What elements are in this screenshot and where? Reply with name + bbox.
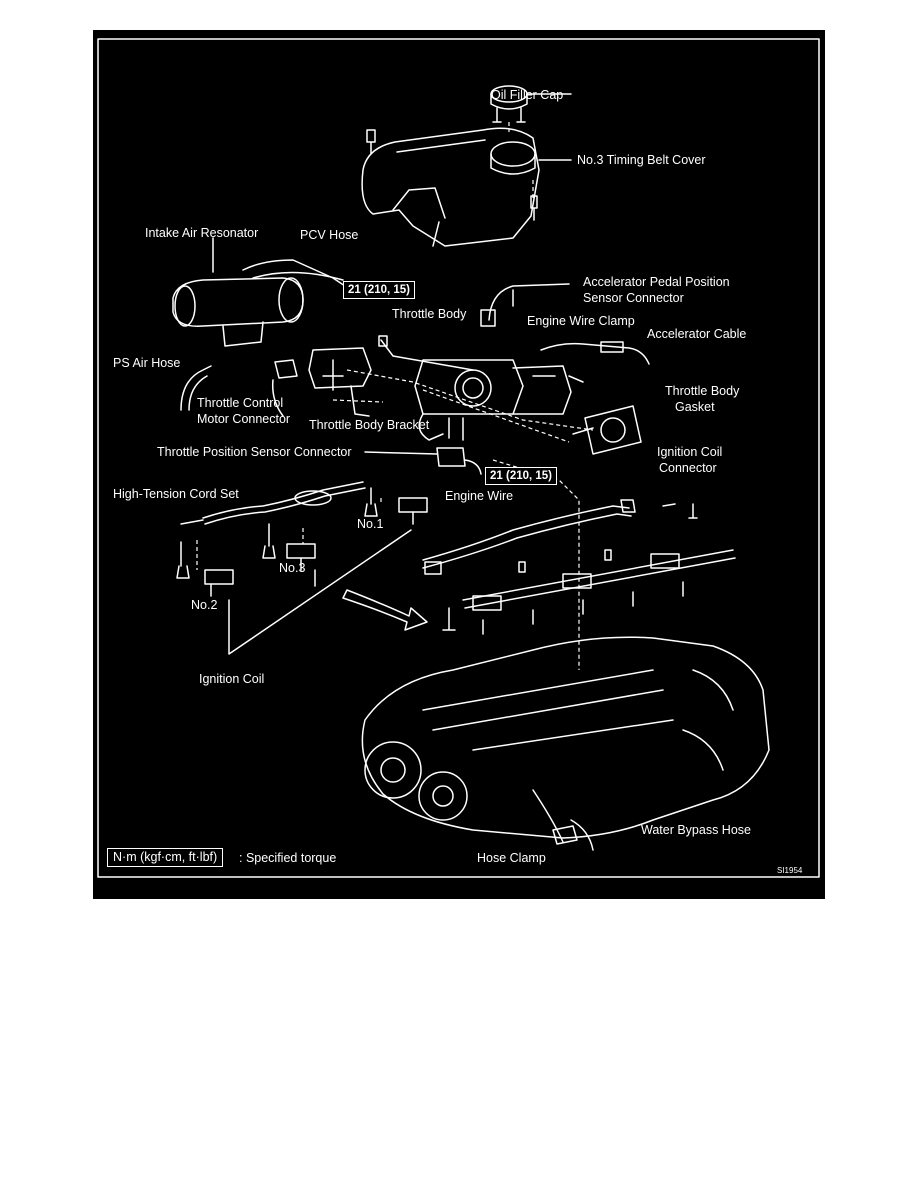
label-water-bypass-hose: Water Bypass Hose bbox=[641, 823, 751, 837]
dashed-throttle bbox=[346, 369, 594, 431]
label-accelerator-cable: Accelerator Cable bbox=[647, 327, 747, 341]
label-throttle-body-gasket-2: Gasket bbox=[675, 400, 715, 414]
label-no3: No.3 bbox=[279, 561, 306, 575]
figure-id: SI1954 bbox=[777, 866, 803, 875]
intake-air-resonator-part bbox=[172, 237, 346, 347]
label-high-tension-cord-set: High-Tension Cord Set bbox=[113, 487, 239, 501]
ps-air-hose-part bbox=[180, 365, 212, 411]
dashed-cap bbox=[508, 122, 534, 200]
label-ignition-coil-connector-1: Ignition Coil bbox=[657, 445, 723, 459]
label-throttle-body-bracket: Throttle Body Bracket bbox=[309, 418, 430, 432]
label-ignition-coil: Ignition Coil bbox=[199, 672, 265, 686]
label-accel-pedal-1: Accelerator Pedal Position bbox=[583, 275, 730, 289]
accelerator-cable-part bbox=[540, 342, 650, 365]
exploded-diagram: Oil Filler Cap No.3 Timing Belt Cover In… bbox=[93, 30, 825, 899]
label-intake-air-resonator: Intake Air Resonator bbox=[145, 226, 259, 240]
label-throttle-body-gasket-1: Throttle Body bbox=[665, 384, 740, 398]
long-bolt bbox=[380, 339, 474, 371]
label-throttle-control-2: Motor Connector bbox=[197, 412, 291, 426]
label-accel-pedal-2: Sensor Connector bbox=[583, 291, 684, 305]
label-engine-wire-clamp: Engine Wire Clamp bbox=[527, 314, 635, 328]
ignition-coil-assembly-part bbox=[442, 503, 736, 635]
label-hose-clamp: Hose Clamp bbox=[477, 851, 546, 865]
throttle-body-part bbox=[414, 359, 584, 441]
direction-arrow bbox=[342, 589, 428, 631]
accel-pedal-connector-part bbox=[480, 283, 570, 327]
label-ps-air-hose: PS Air Hose bbox=[113, 356, 181, 370]
label-no2: No.2 bbox=[191, 598, 218, 612]
label-engine-wire: Engine Wire bbox=[445, 489, 514, 503]
label-oil-filler-cap: Oil Filler Cap bbox=[491, 88, 564, 102]
legend-unit-box: N·m (kgf·cm, ft·lbf) bbox=[107, 848, 224, 867]
torque-spec-lower: 21 (210, 15) bbox=[485, 467, 558, 485]
legend-text: : Specified torque bbox=[239, 851, 337, 865]
label-ignition-coil-connector-2: Connector bbox=[659, 461, 717, 475]
bolt bbox=[366, 129, 376, 155]
oil-filler-cap-part bbox=[490, 85, 572, 123]
dashed-wire-down bbox=[492, 459, 580, 670]
high-tension-cord-part bbox=[176, 481, 428, 597]
diagram-art bbox=[97, 38, 820, 878]
label-timing-belt-cover: No.3 Timing Belt Cover bbox=[577, 153, 706, 167]
throttle-position-connector-part bbox=[364, 447, 482, 475]
label-throttle-body: Throttle Body bbox=[392, 307, 467, 321]
engine-wire-part bbox=[422, 499, 676, 575]
throttle-body-gasket-part bbox=[572, 405, 642, 455]
engine-block-part bbox=[361, 636, 770, 851]
label-throttle-control-1: Throttle Control bbox=[197, 396, 284, 410]
inner-frame bbox=[97, 38, 820, 878]
ignition-coil-leader bbox=[228, 529, 412, 655]
throttle-bracket-part bbox=[271, 347, 372, 417]
label-pcv-hose: PCV Hose bbox=[300, 228, 359, 242]
timing-belt-cover-part bbox=[361, 127, 572, 247]
label-no1: No.1 bbox=[357, 517, 384, 531]
torque-spec-upper: 21 (210, 15) bbox=[343, 281, 416, 299]
label-throttle-position-sensor: Throttle Position Sensor Connector bbox=[157, 445, 352, 459]
